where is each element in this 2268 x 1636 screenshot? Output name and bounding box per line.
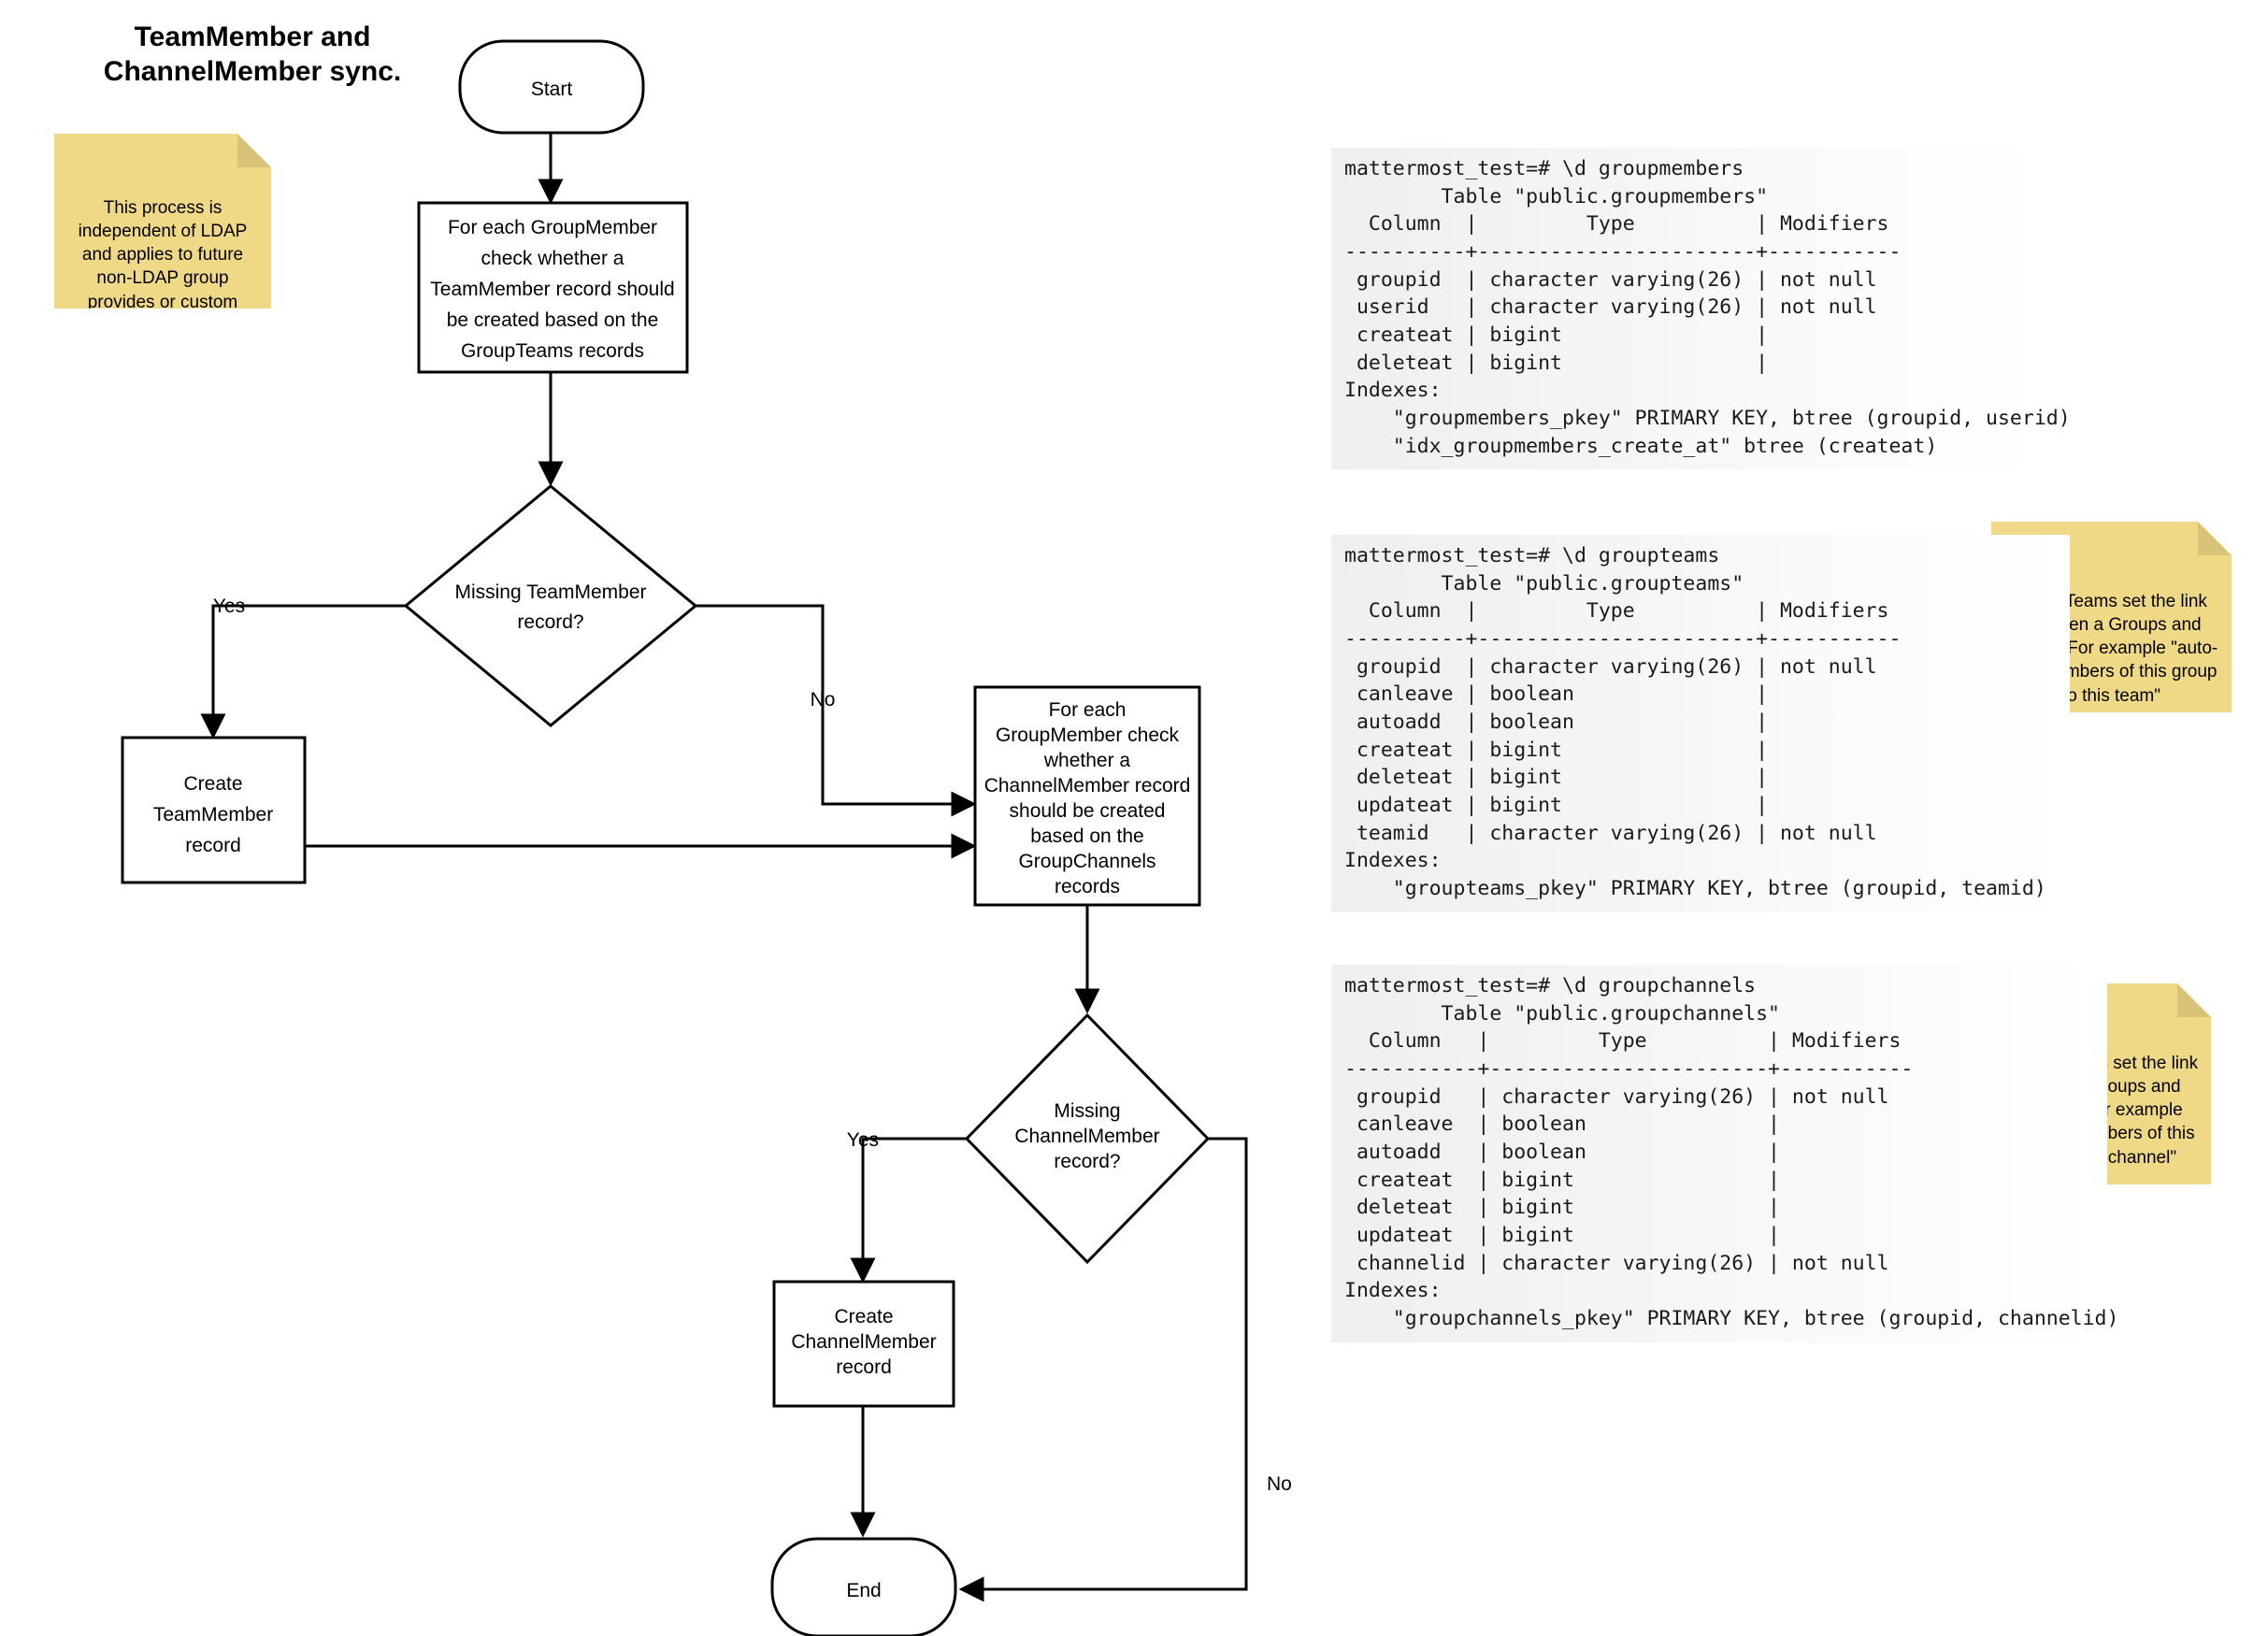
flowchart: Start For each GroupMember check whether… <box>121 39 1292 1636</box>
psql-output-groupmembers: mattermost_test=# \d groupmembers Table … <box>1331 148 2071 470</box>
node-decision-team-line-0: Missing TeamMember <box>454 581 646 603</box>
note-fold-corner-icon <box>2177 983 2211 1017</box>
node-check-channel-line-1: GroupMember check <box>996 725 1180 746</box>
node-end-label: End <box>846 1580 881 1601</box>
node-check-channel-line-7: records <box>1055 876 1120 897</box>
node-start[interactable]: Start <box>458 39 645 135</box>
node-check-channel-line-3: ChannelMember record <box>984 775 1191 796</box>
node-check-team[interactable]: For each GroupMember check whether a Tea… <box>417 201 689 374</box>
node-check-channel-line-6: GroupChannels <box>1018 851 1156 872</box>
node-check-team-line-2: TeamMember record should <box>430 279 674 300</box>
node-create-team-line-2: record <box>185 835 241 856</box>
edge-decision-channel-yes <box>850 1137 967 1284</box>
node-create-team[interactable]: Create TeamMember record <box>121 736 307 884</box>
node-check-channel-line-4: should be created <box>1010 800 1166 822</box>
edge-label-channel-no: No <box>1267 1473 1292 1495</box>
node-decision-channel-line-1: ChannelMember <box>1014 1126 1159 1147</box>
page-title: TeamMember and ChannelMember sync. <box>103 22 402 87</box>
edge-label-channel-yes: Yes <box>847 1129 879 1151</box>
node-check-team-line-1: check whether a <box>481 248 624 269</box>
node-check-team-line-0: For each GroupMember <box>448 217 657 238</box>
node-create-channel-line-2: record <box>836 1356 892 1378</box>
node-create-team-line-0: Create <box>183 773 242 795</box>
node-end[interactable]: End <box>770 1537 957 1636</box>
node-create-team-line-1: TeamMember <box>153 804 273 825</box>
node-create-channel-line-1: ChannelMember <box>791 1331 936 1353</box>
node-check-channel[interactable]: For each GroupMember check whether a Cha… <box>973 685 1201 907</box>
node-decision-team[interactable]: Missing TeamMember record? <box>403 484 698 727</box>
edge-decision-team-yes <box>200 604 406 739</box>
node-create-channel-line-0: Create <box>834 1306 893 1327</box>
node-check-team-line-3: be created based on the <box>447 309 659 331</box>
psql-output-groupchannels: mattermost_test=# \d groupchannels Table… <box>1331 965 2118 1342</box>
node-check-channel-line-5: based on the <box>1030 825 1143 847</box>
sticky-note-ldap-text: This process is independent of LDAP and … <box>78 197 248 336</box>
edge-label-team-yes: Yes <box>213 596 245 617</box>
node-decision-channel-line-0: Missing <box>1054 1100 1120 1122</box>
sticky-note-ldap: This process is independent of LDAP and … <box>54 134 271 309</box>
edge-decision-team-no <box>696 604 977 817</box>
node-check-channel-line-0: For each <box>1049 699 1127 721</box>
node-decision-team-line-1: record? <box>517 611 583 633</box>
node-decision-channel-line-2: record? <box>1054 1151 1120 1172</box>
node-check-channel-line-2: whether a <box>1043 750 1131 771</box>
node-check-team-line-4: GroupTeams records <box>461 340 644 362</box>
edge-label-team-no: No <box>811 689 836 710</box>
psql-output-groupteams: mattermost_test=# \d groupteams Table "p… <box>1331 535 2070 912</box>
node-create-channel[interactable]: Create ChannelMember record <box>772 1280 955 1408</box>
node-start-label: Start <box>531 79 573 100</box>
node-decision-channel[interactable]: Missing ChannelMember record? <box>964 1012 1211 1265</box>
edge-decision-channel-no <box>958 1137 1248 1602</box>
note-fold-corner-icon <box>2198 522 2232 555</box>
